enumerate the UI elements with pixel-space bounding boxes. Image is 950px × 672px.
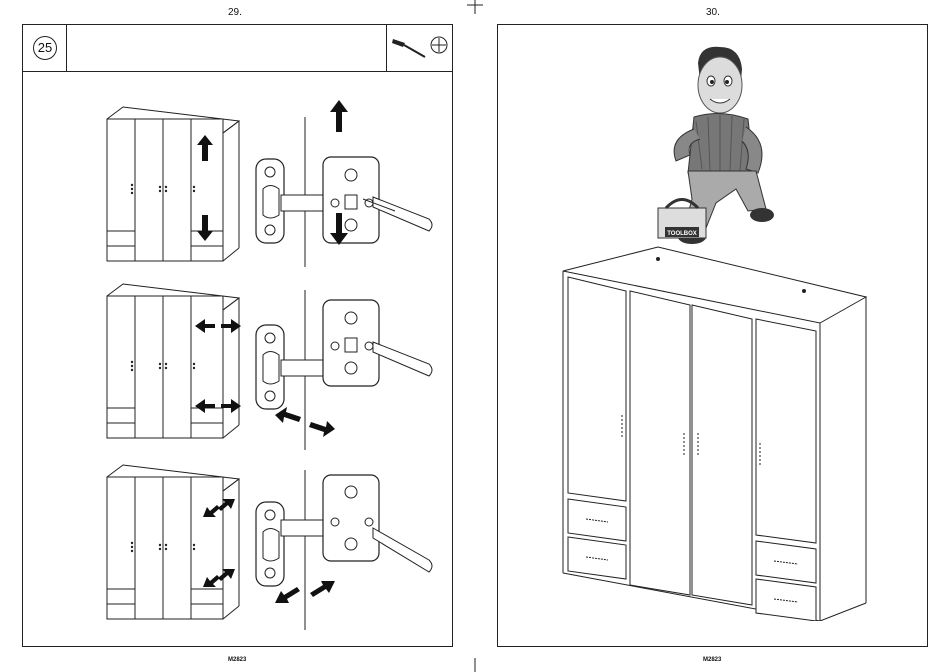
- assembled-wardrobe: [558, 243, 878, 621]
- arrow-diagonal-icon: [275, 577, 335, 611]
- crop-mark-bottom: [460, 658, 490, 672]
- handyman-mascot: TOOLBOX: [638, 43, 788, 248]
- arrow-up-icon: [330, 100, 348, 132]
- left-footer-code: M2823: [228, 657, 246, 663]
- arrow-left-right-icon: [195, 317, 241, 335]
- step-header: 25: [23, 25, 452, 72]
- crop-mark-top: [460, 0, 490, 14]
- right-footer-code: M2823: [703, 657, 721, 663]
- arrow-left-right-icon: [275, 405, 335, 439]
- left-page-number: 29.: [228, 7, 242, 18]
- wardrobe-diagram-1: [103, 103, 243, 268]
- tool-cell: [386, 25, 452, 71]
- toolbox-label: TOOLBOX: [667, 231, 697, 237]
- arrow-up-icon: [197, 135, 213, 161]
- arrow-left-right-icon: [195, 397, 241, 415]
- step-number: 25: [33, 36, 57, 60]
- right-page-number: 30.: [706, 7, 720, 18]
- arrow-diagonal-icon: [203, 565, 235, 591]
- arrow-down-icon: [197, 215, 213, 241]
- right-page: TOOLBOX: [497, 24, 928, 647]
- arrow-diagonal-icon: [203, 495, 235, 521]
- screwdriver-icon: [391, 31, 449, 65]
- left-page: 25: [22, 24, 453, 647]
- wardrobe-diagram-2: [103, 280, 243, 445]
- wardrobe-diagram-3: [103, 461, 243, 626]
- step-number-cell: 25: [23, 25, 67, 71]
- arrow-down-icon: [330, 213, 348, 245]
